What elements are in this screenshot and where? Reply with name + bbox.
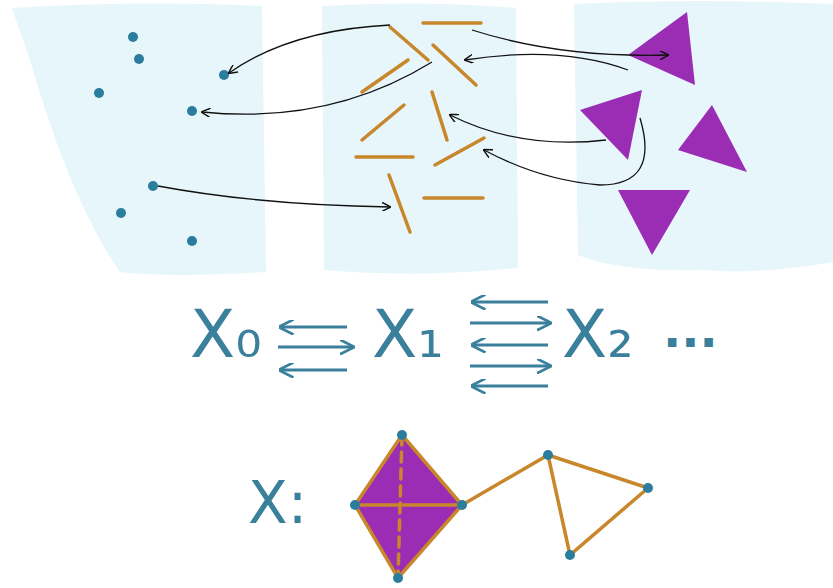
space-label: X₀ (190, 302, 262, 368)
set-label: X: (248, 474, 307, 532)
ellipsis: ... (663, 306, 718, 354)
space-label: X₁ (372, 302, 444, 368)
edge-panel (322, 3, 518, 273)
face-map-arrows (158, 25, 668, 207)
triangle-shapes (580, 12, 747, 255)
vertex-dots (94, 32, 229, 246)
triangle-panel (574, 1, 833, 271)
space-label: X₂ (562, 302, 634, 368)
simplicial-maps (278, 302, 550, 386)
edge-segments (356, 23, 484, 232)
vertex-panel (12, 3, 266, 275)
simplicial-complex (350, 430, 653, 583)
